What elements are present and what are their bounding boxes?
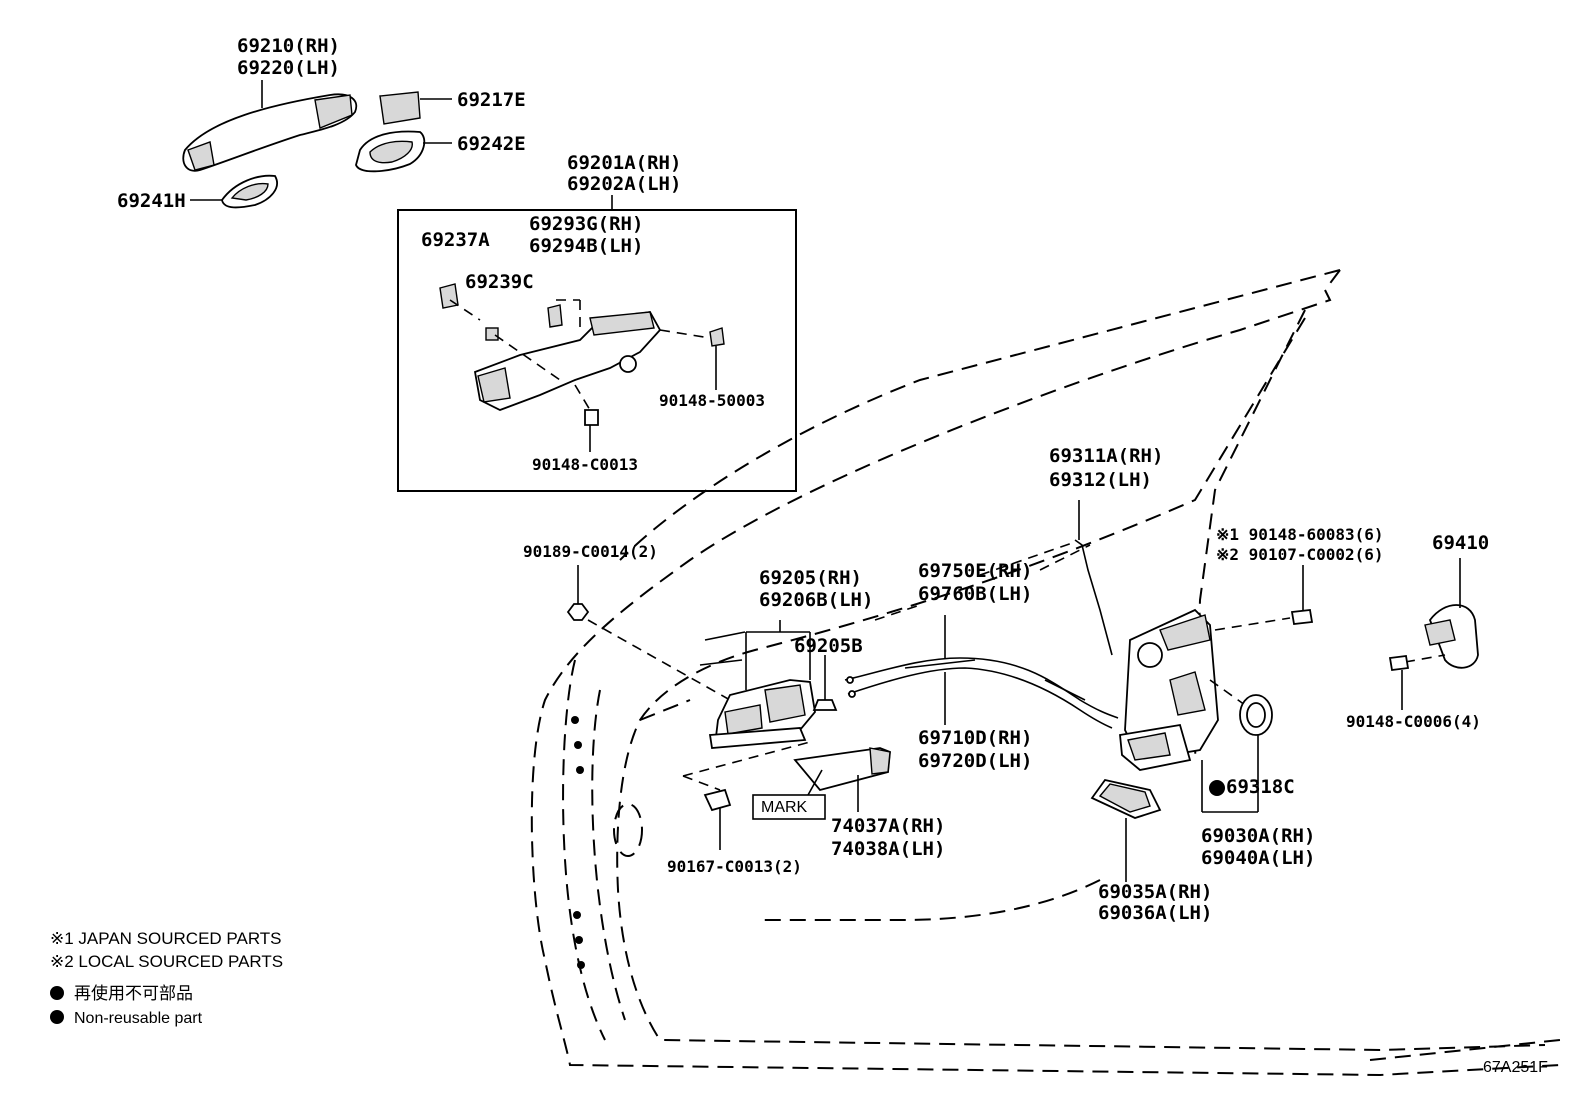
label-69205b: 69205B [794, 635, 863, 657]
lock-cover-69035a [1090, 778, 1162, 882]
label-90107-c0002: ※2 90107-C0002(6) [1216, 545, 1384, 564]
label-69210: 69210(RH) [237, 35, 340, 57]
door-striker [1404, 558, 1479, 669]
label-69760b: 69760B(LH) [918, 583, 1032, 605]
door-lock-assembly [1119, 608, 1291, 813]
label-90148-60083: ※1 90148-60083(6) [1216, 525, 1384, 544]
label-69201a: 69201A(RH) [567, 152, 681, 174]
label-69293g: 69293G(RH) [529, 213, 643, 235]
diagram-code: 67A251F [1483, 1059, 1548, 1076]
label-90167-c0013: 90167-C0013(2) [667, 857, 802, 876]
label-69239c: 69239C [465, 271, 534, 293]
legend-dot-jp [50, 986, 64, 1000]
seal-ring-69318c [1239, 694, 1273, 736]
label-69294b: 69294B(LH) [529, 235, 643, 257]
legend-local-sourced: ※2 LOCAL SOURCED PARTS [50, 952, 283, 971]
label-69710d: 69710D(RH) [918, 727, 1032, 749]
label-69217e: 69217E [457, 89, 526, 111]
label-69205: 69205(RH) [759, 567, 862, 589]
cables [844, 544, 1119, 729]
label-69410: 69410 [1432, 532, 1489, 554]
pad-74037a [752, 747, 891, 820]
lock-rod [979, 500, 1113, 656]
label-69242e: 69242E [457, 133, 526, 155]
bolt-90148-c0006 [1388, 654, 1410, 710]
non-reusable-dot-69318c [1209, 780, 1225, 796]
label-90189-c0014: 90189-C0014(2) [523, 542, 658, 561]
legend-nonreusable-en: Non-reusable part [74, 1010, 203, 1027]
label-69720d: 69720D(LH) [918, 750, 1032, 772]
frame-assembly [439, 283, 725, 426]
handle-pad-69242e [355, 130, 452, 173]
label-69030a: 69030A(RH) [1201, 825, 1315, 847]
clip-90189 [566, 565, 731, 701]
outside-handle [182, 93, 358, 172]
label-69036a: 69036A(LH) [1098, 902, 1212, 924]
label-69312: 69312(LH) [1049, 469, 1152, 491]
frame-dashed-leaders [449, 299, 717, 452]
inside-handle [682, 620, 838, 791]
screw-90167 [703, 788, 732, 850]
label-90148-c0006: 90148-C0006(4) [1346, 712, 1481, 731]
label-69237a: 69237A [421, 229, 490, 251]
label-69220: 69220(LH) [237, 57, 340, 79]
label-90148-c0013: 90148-C0013 [532, 455, 638, 474]
label-69318c: 69318C [1226, 776, 1295, 798]
label-69206b: 69206B(LH) [759, 589, 873, 611]
legend-japan-sourced: ※1 JAPAN SOURCED PARTS [50, 929, 282, 948]
handle-pad-69241h [190, 174, 278, 209]
mark-label: MARK [761, 799, 808, 816]
handle-cover-69217e [379, 91, 452, 125]
label-90148-50003: 90148-50003 [659, 391, 765, 410]
label-69040a: 69040A(LH) [1201, 847, 1315, 869]
label-69750e: 69750E(RH) [918, 560, 1032, 582]
frame-inset-box [397, 209, 797, 492]
label-69311a: 69311A(RH) [1049, 445, 1163, 467]
label-74037a: 74037A(RH) [831, 815, 945, 837]
label-69035a: 69035A(RH) [1098, 881, 1212, 903]
screw-90148-60083 [1290, 565, 1314, 625]
legend-dot-en [50, 1010, 64, 1024]
label-69241h: 69241H [117, 190, 186, 212]
label-69202a: 69202A(LH) [567, 173, 681, 195]
legend-nonreusable-jp: 再使用不可部品 [74, 983, 193, 1003]
label-74038a: 74038A(LH) [831, 838, 945, 860]
legend: ※1 JAPAN SOURCED PARTS ※2 LOCAL SOURCED … [50, 929, 283, 1027]
door-outline [530, 269, 1561, 1077]
